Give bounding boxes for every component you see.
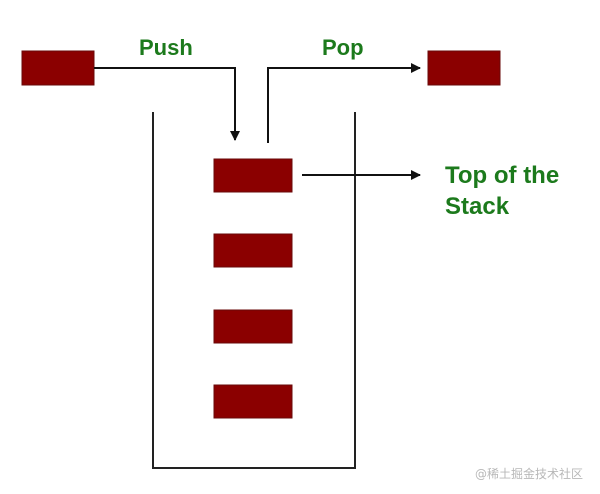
top-of-stack-label-line2: Stack [445, 193, 510, 220]
stack-element-top [213, 158, 293, 193]
stack-element [213, 384, 293, 419]
push-element [21, 50, 95, 86]
watermark-text: @稀土掘金技术社区 [475, 466, 583, 481]
push-label: Push [139, 35, 193, 60]
stack-element [213, 233, 293, 268]
top-of-stack-label-line1: Top of the [445, 162, 559, 189]
popped-element [427, 50, 501, 86]
stack-container [152, 112, 356, 469]
stack-element [213, 309, 293, 344]
push-arrow [94, 67, 240, 141]
pop-label: Pop [322, 35, 364, 60]
pop-arrow [267, 63, 421, 143]
